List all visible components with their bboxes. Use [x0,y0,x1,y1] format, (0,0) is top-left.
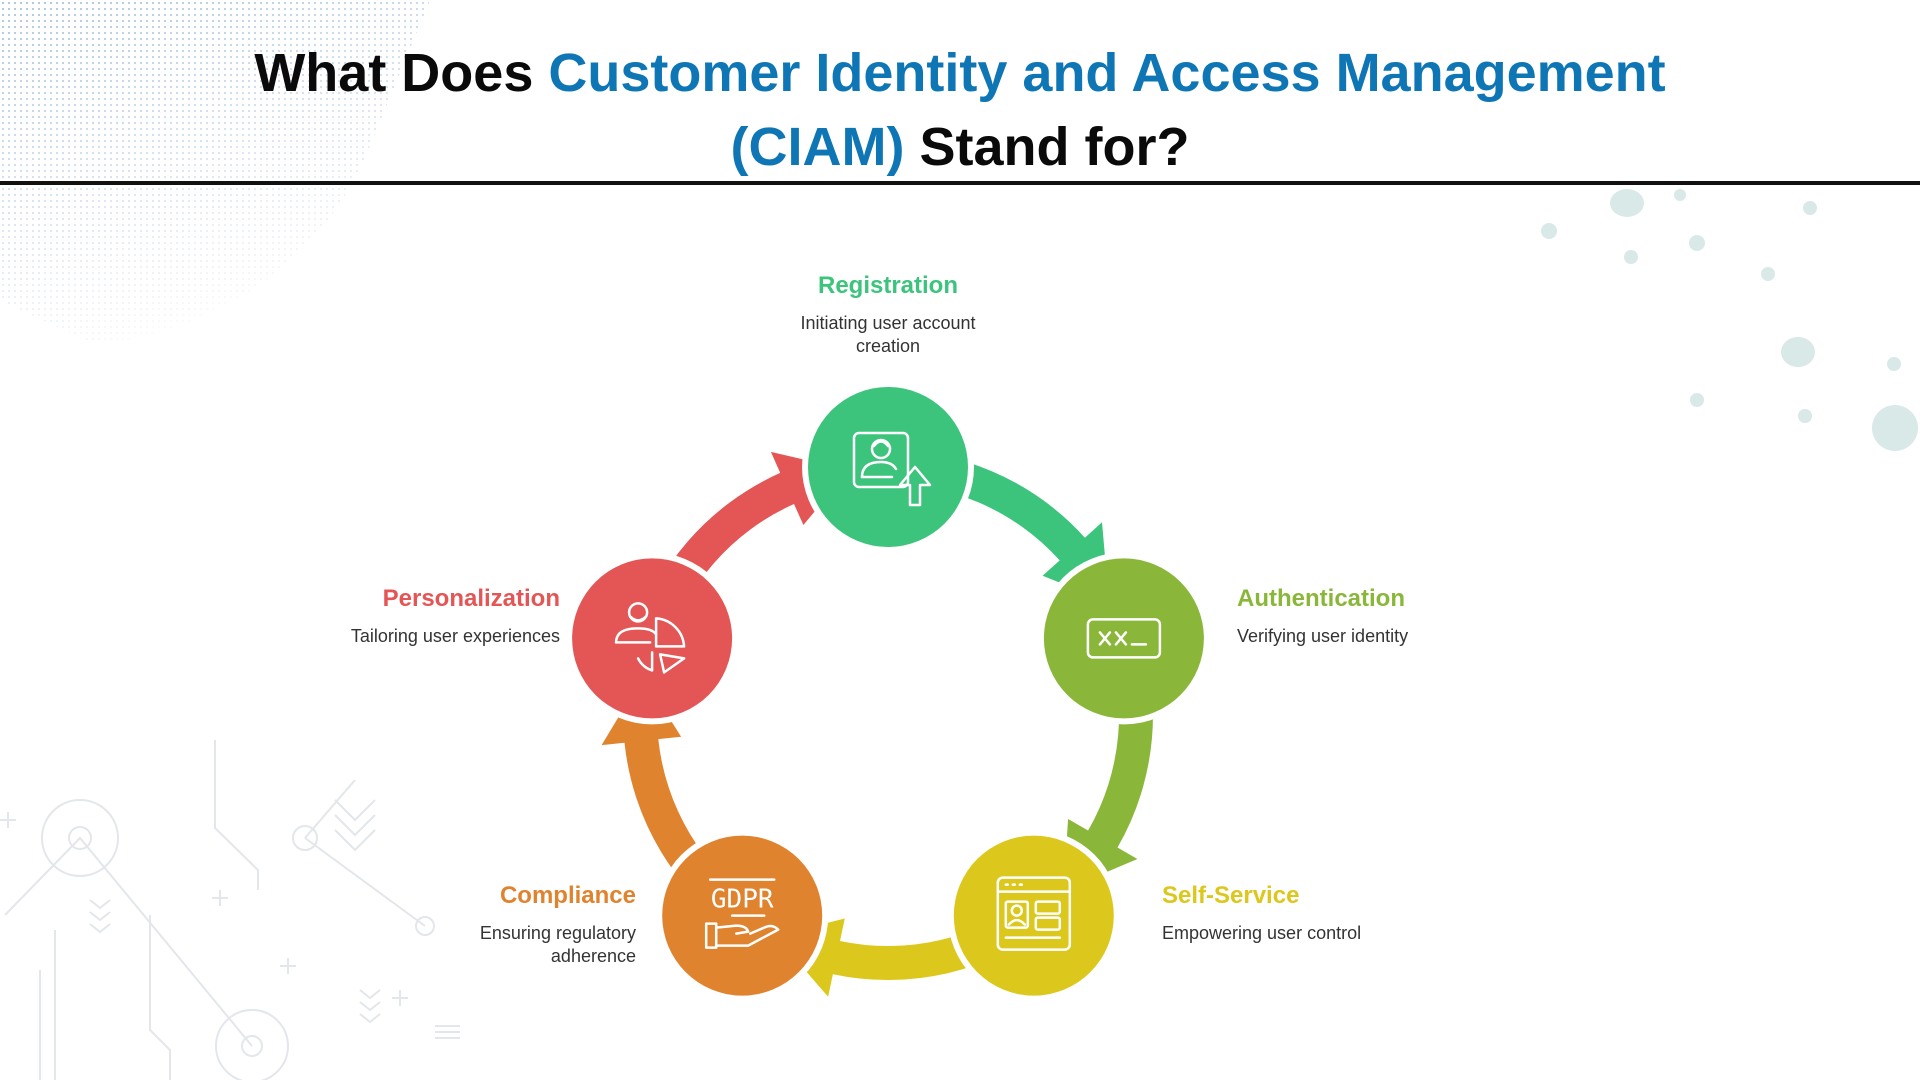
page-title: What Does Customer Identity and Access M… [0,36,1920,184]
title-highlight-line-1: Customer Identity and Access Management [548,43,1666,103]
title-divider [0,181,1920,185]
self-service-description: Empowering user control [1162,923,1362,943]
node-registration [802,381,974,553]
title-part-2: Stand for? [904,117,1190,177]
node-registration-circle [808,387,968,547]
registration-description: Initiating user account creation [800,313,976,356]
arrow-personalization-to-registration [633,451,850,652]
gdpr-hand-icon: GDPR [704,878,780,949]
node-personalization-circle [572,558,733,719]
registration-title: Registration [817,272,958,299]
authentication-description: Verifying user identity [1237,626,1409,646]
node-personalization [566,552,739,725]
compliance-description: Ensuring regulatory adherence [479,923,636,966]
arrow-compliance-to-personalization [601,676,759,935]
compliance-title: Compliance [499,882,636,909]
step-label-registration: Registration Initiating user account cre… [708,271,1068,358]
cycle-nodes: GDPR [566,381,1210,1002]
node-authentication [1037,552,1210,725]
personalization-title: Personalization [382,585,560,612]
step-label-compliance: Compliance Ensuring regulatory adherence [276,881,636,968]
node-authentication-circle [1043,558,1204,719]
dot-pattern-decoration [0,0,430,345]
user-upload-icon [852,431,932,507]
password-field-icon [1086,618,1162,659]
authentication-title: Authentication [1237,585,1405,612]
circuit-lines-decoration [0,740,460,1080]
step-label-personalization: Personalization Tailoring user experienc… [200,584,560,648]
personalization-description: Tailoring user experiences [350,626,560,646]
gdpr-icon-text: GDPR [711,885,774,915]
step-label-authentication: Authentication Verifying user identity [1237,584,1597,648]
title-highlight-line-2: (CIAM) [730,117,905,177]
step-label-self-service: Self-Service Empowering user control [1162,881,1522,945]
arrow-self_service-to-compliance [775,897,1052,997]
self-service-title: Self-Service [1162,882,1300,909]
node-self_service [947,829,1120,1002]
node-self_service-circle [953,835,1114,996]
user-pie-chart-icon [614,602,686,674]
title-part-1: What Does [254,43,549,103]
user-dashboard-icon [996,876,1072,951]
bubble-dots-decoration [1541,189,1918,451]
node-compliance: GDPR [656,829,829,1002]
